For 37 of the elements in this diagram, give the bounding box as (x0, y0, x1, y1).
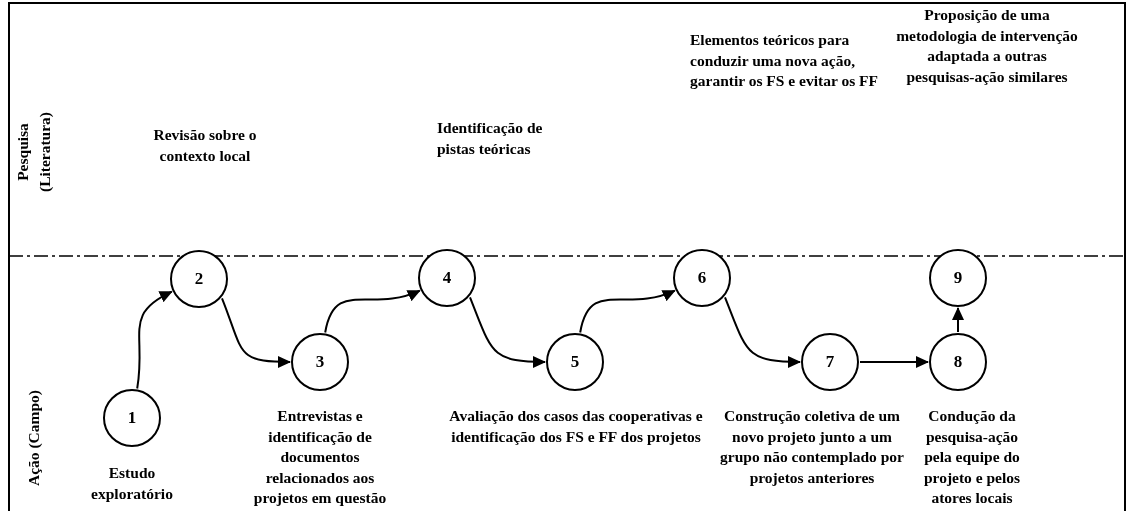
step-description: Identificação de pistas teóricas (437, 118, 544, 159)
step-circle (673, 249, 731, 307)
step-description: Elementos teóricos para conduzir uma nova ação, garantir os FS e evitar os FF (690, 30, 879, 91)
step-circle (801, 333, 859, 391)
step-description: Revisão sobre o contexto local (152, 125, 258, 166)
step-description: Proposição de uma metodologia de intervenção adaptada a outras pesquisas-ação similares (895, 5, 1079, 87)
arrow (724, 296, 801, 368)
step-number: 6 (697, 268, 707, 288)
step-circle (929, 333, 987, 391)
axis-label: Ação (Campo) (24, 389, 43, 488)
step-description: Construção coletiva de um novo projeto junto a um grupo não contemplado por projetos anteriores (719, 406, 905, 488)
arrow (324, 289, 421, 334)
step-description: Avaliação dos casos das cooperativas e identificação dos FS e FF dos projetos (448, 406, 704, 447)
step-number: 8 (953, 352, 963, 372)
step-circle (103, 389, 161, 447)
step-number: 1 (127, 408, 137, 428)
step-number: 4 (442, 268, 452, 288)
step-number: 3 (315, 352, 325, 372)
arrow (579, 289, 676, 334)
step-circle (929, 249, 987, 307)
step-circle (418, 249, 476, 307)
step-circle (170, 250, 228, 308)
step-description: Condução da pesquisa-ação pela equipe do projeto e pelos atores locais (922, 406, 1022, 508)
arrow (859, 356, 929, 368)
step-number: 2 (194, 269, 204, 289)
step-number: 7 (825, 352, 835, 372)
arrow (469, 296, 546, 368)
step-description: Entrevistas e identificação de documentos relacionados aos projetos em questão (252, 406, 388, 508)
step-number: 9 (953, 268, 963, 288)
step-description: Estudo exploratório (90, 463, 174, 504)
axis-label: Pesquisa (Literatura) (13, 110, 54, 195)
arrow (136, 290, 173, 390)
step-circle (291, 333, 349, 391)
arrow (952, 307, 964, 333)
step-number: 5 (570, 352, 580, 372)
step-circle (546, 333, 604, 391)
arrow (221, 297, 291, 368)
